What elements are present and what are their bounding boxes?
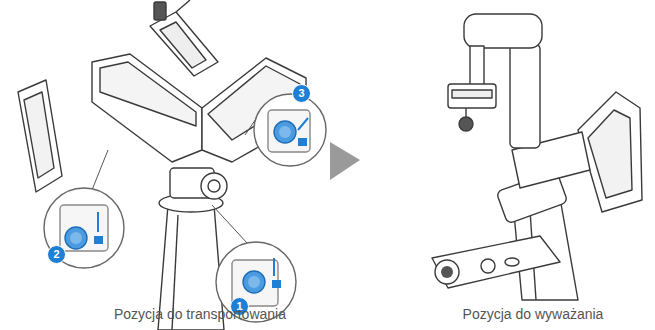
- position-caption: Pozycja do wyważania: [463, 306, 604, 322]
- position-caption: Pozycja do transportowania: [114, 306, 286, 322]
- callout-number: 3: [292, 84, 311, 103]
- callout-number: 2: [47, 245, 66, 264]
